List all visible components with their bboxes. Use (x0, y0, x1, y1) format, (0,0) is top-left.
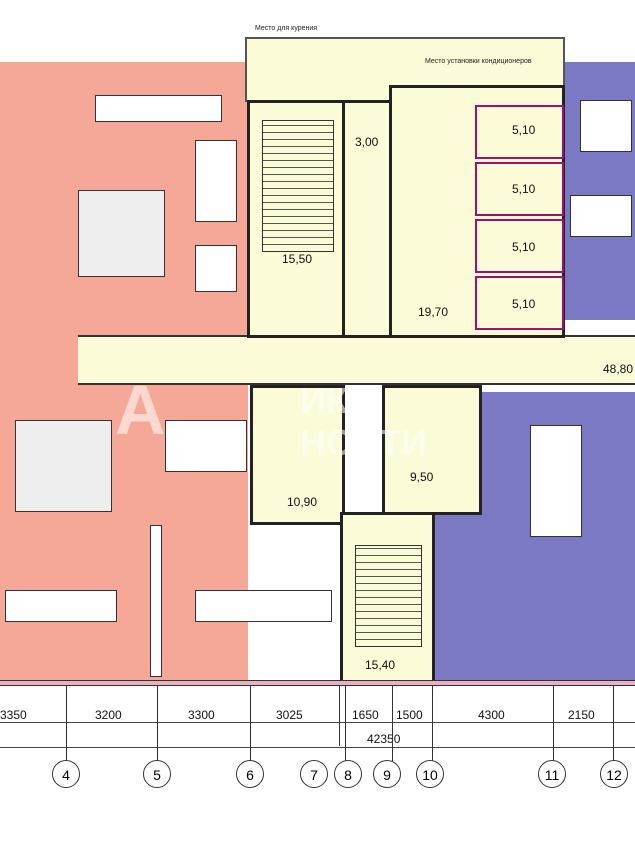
room-area: 15,40 (365, 658, 396, 672)
room-area: 9,50 (410, 470, 434, 484)
axis-marker: 9 (373, 760, 401, 788)
smoking-area-label: Место для курения (255, 25, 318, 32)
ac-area-label: Место установки кондиционеров (425, 58, 532, 65)
room-area: 5,10 (512, 240, 536, 254)
dimension: 4300 (478, 708, 505, 722)
desk-block (165, 420, 247, 472)
total-dimension-line (0, 747, 635, 748)
wc-left (250, 385, 345, 525)
room-area: 5,10 (512, 297, 536, 311)
desk-block (580, 100, 632, 152)
dimension-line (0, 722, 635, 723)
dimension: 3025 (276, 708, 303, 722)
axis-marker: 11 (538, 760, 566, 788)
cabin-1 (475, 105, 564, 159)
desk-block (570, 195, 632, 237)
room-area: 19,70 (418, 305, 449, 319)
desk-block (95, 95, 222, 122)
axis-marker: 5 (143, 760, 171, 788)
cabin-3 (475, 219, 564, 273)
axis-marker: 10 (416, 760, 444, 788)
column (150, 525, 162, 677)
dimension: 3300 (188, 708, 215, 722)
axis-line (157, 686, 158, 761)
axis-line (250, 686, 251, 761)
cabin-2 (475, 162, 564, 216)
axis-line (613, 686, 614, 761)
room-area: 48,80 (603, 362, 634, 376)
axis-marker: 12 (600, 760, 628, 788)
dimension: 1500 (396, 708, 423, 722)
axis-line (66, 686, 67, 761)
axis-marker: 6 (236, 760, 264, 788)
desk-block (195, 590, 332, 622)
axis-line (339, 686, 340, 746)
total-dimension: 42350 (367, 732, 401, 746)
axis-line (553, 686, 554, 761)
desk-block (530, 425, 582, 537)
axis-marker: 7 (300, 760, 328, 788)
room-area: 15,50 (282, 252, 313, 266)
axis-line (392, 686, 393, 761)
facade-line (0, 680, 635, 686)
room-area: 3,00 (355, 135, 379, 149)
stairs-bottom (355, 545, 422, 647)
dimension: 1650 (352, 708, 379, 722)
desk-block (5, 590, 117, 622)
cabin-4 (475, 276, 564, 330)
desk-block (15, 420, 112, 512)
dimension: 2150 (568, 708, 595, 722)
desk-block (78, 190, 165, 277)
stairs-top (262, 120, 334, 252)
dimension: 3350 (0, 708, 27, 722)
room-area: 5,10 (512, 123, 536, 137)
room-area: 5,10 (512, 182, 536, 196)
axis-line (432, 686, 433, 761)
desk-block (195, 140, 237, 222)
axis-marker: 8 (334, 760, 362, 788)
desk-block (195, 245, 237, 292)
axis-line (345, 686, 346, 761)
watermark-logo: А (115, 371, 166, 449)
axis-marker: 4 (52, 760, 80, 788)
dimension: 3200 (95, 708, 122, 722)
room-area: 10,90 (287, 495, 318, 509)
